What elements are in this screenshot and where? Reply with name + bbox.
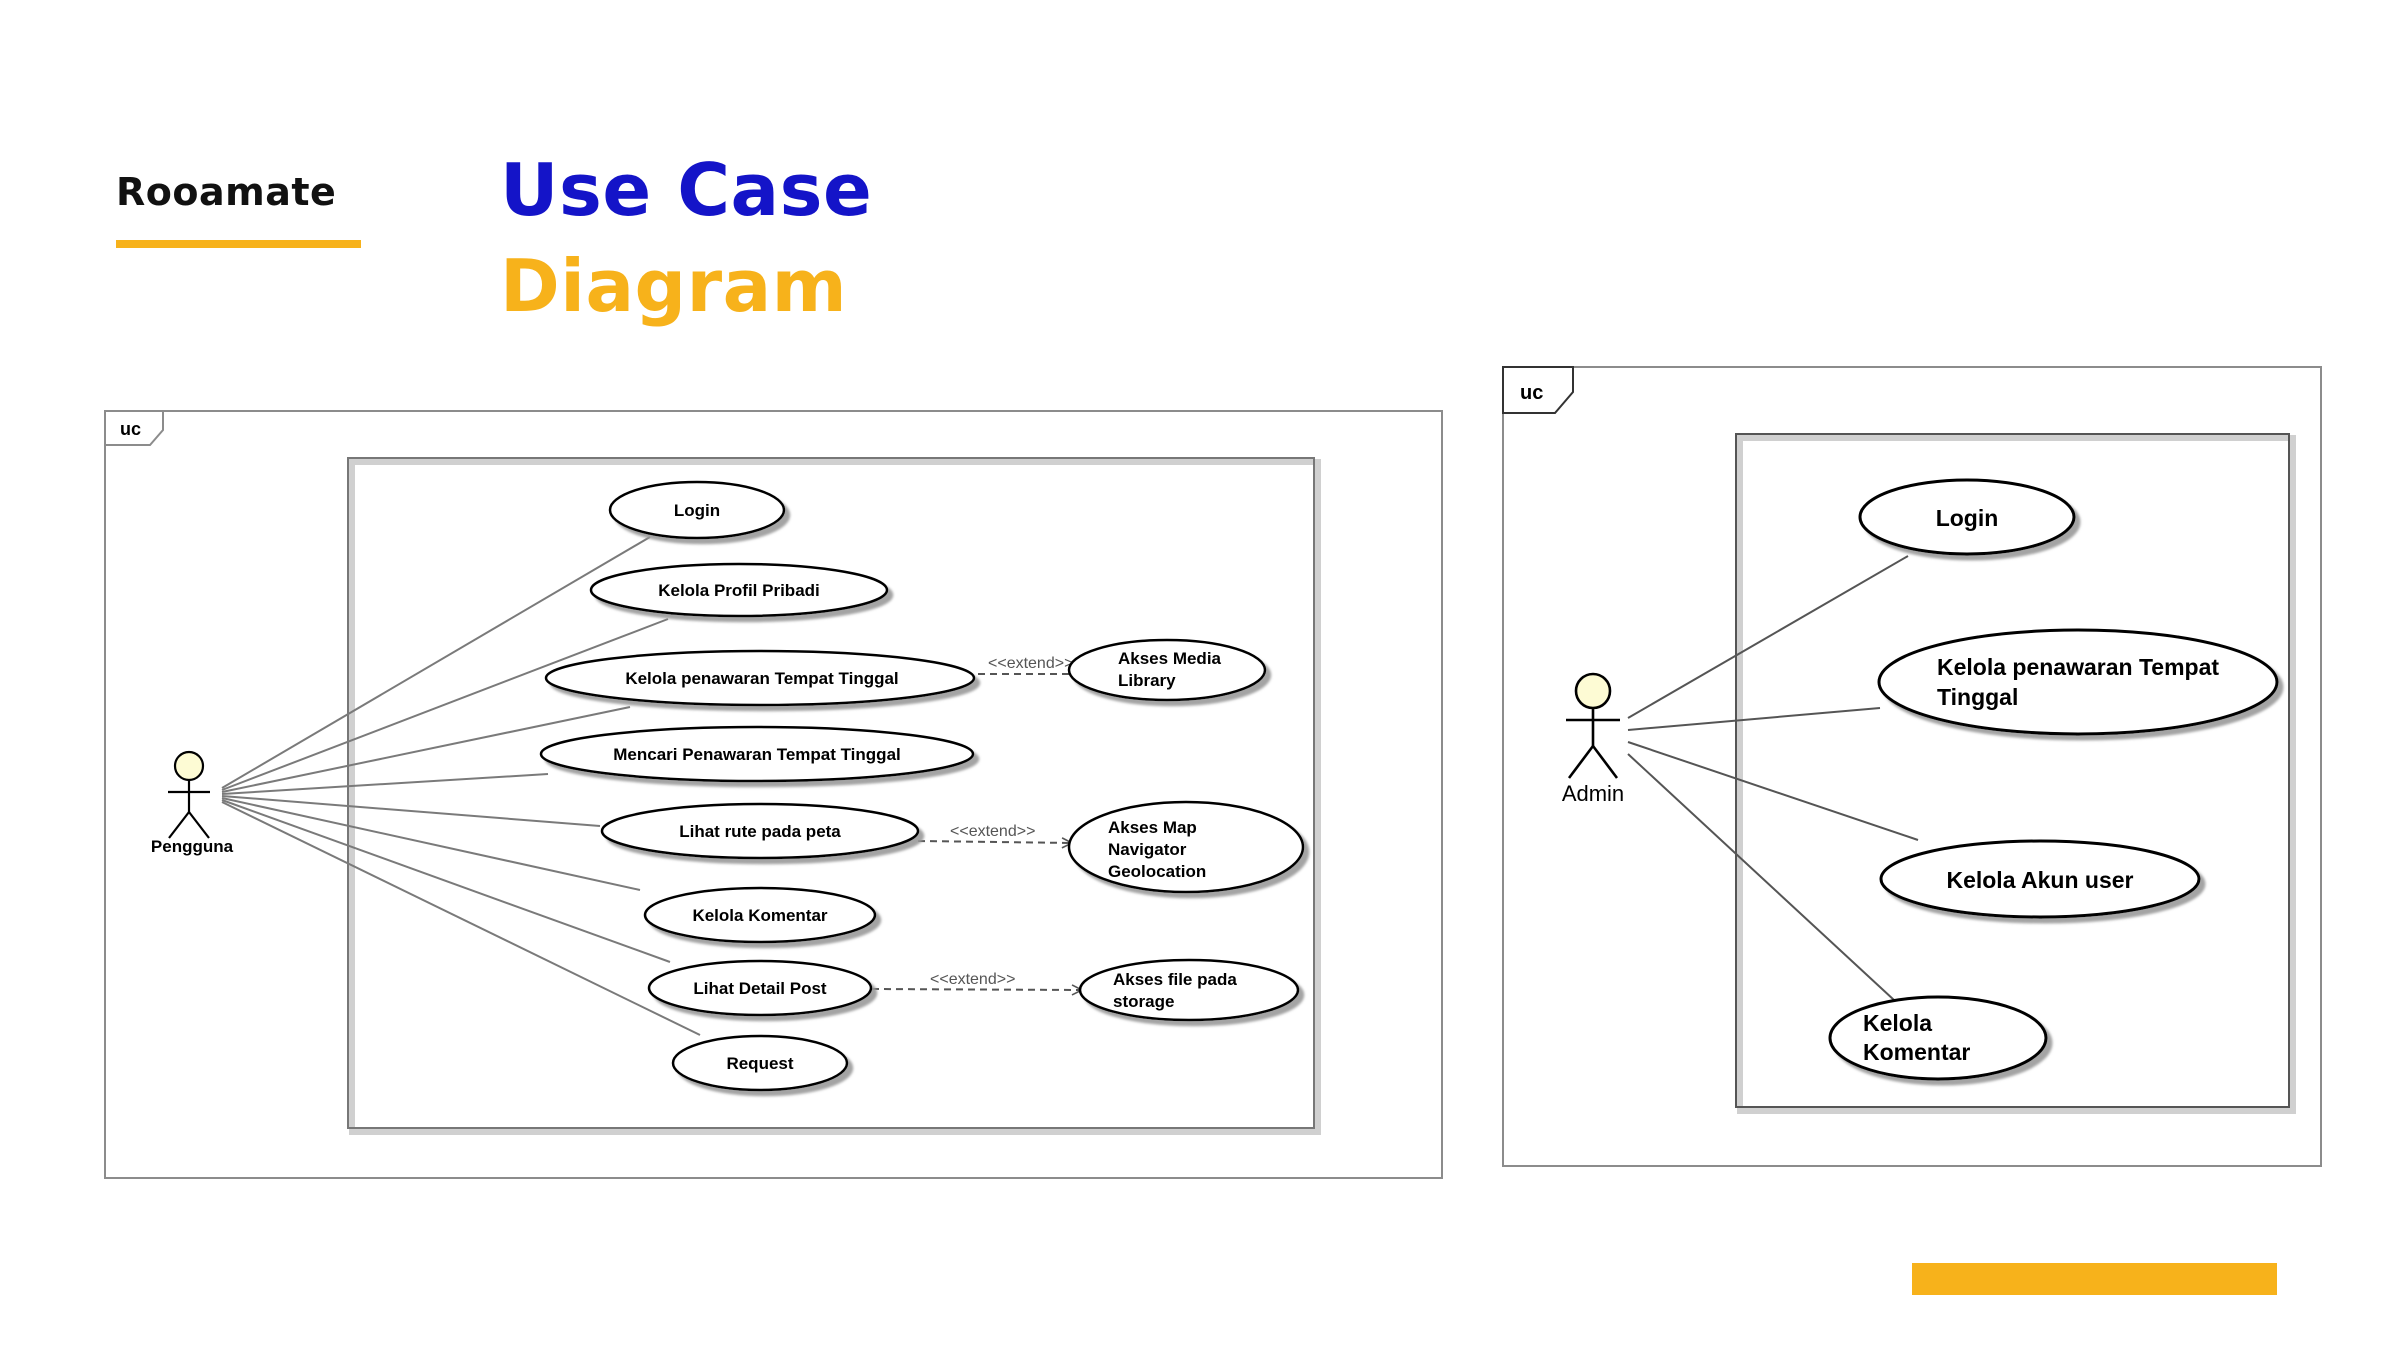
use-case-mencari-penawaran: Mencari Penawaran Tempat Tinggal bbox=[539, 725, 975, 783]
system-boundary-right bbox=[1737, 435, 2296, 1114]
use-case-request: Request bbox=[671, 1034, 849, 1092]
use-case-label-line: Navigator bbox=[1108, 840, 1187, 859]
use-case-label: Kelola penawaran Tempat Tinggal bbox=[625, 669, 898, 688]
use-case-label-line: Akses Map bbox=[1108, 818, 1197, 837]
page-title-line-2: Diagram bbox=[500, 244, 848, 328]
frame-tab-left bbox=[104, 410, 164, 446]
use-case-label: Mencari Penawaran Tempat Tinggal bbox=[613, 745, 901, 764]
use-case-kelola-penawaran: Kelola penawaran Tempat Tinggal bbox=[544, 649, 976, 707]
extend-dependencies-left: <<extend>> <<extend>> <<extend>> bbox=[871, 655, 1090, 990]
brand-underline bbox=[116, 240, 361, 248]
extend-label-1: <<extend>> bbox=[988, 655, 1073, 672]
use-case-kelola-komentar-right: Kelola Komentar bbox=[1828, 995, 2048, 1081]
page-title-line-1: Use Case bbox=[500, 148, 873, 232]
use-case-akses-map-navigator: Akses Map Navigator Geolocation bbox=[1067, 800, 1305, 894]
use-case-label-line: Kelola bbox=[1863, 1010, 1932, 1036]
frame-label-left: uc bbox=[120, 419, 141, 439]
use-case-label-line: Tinggal bbox=[1937, 684, 2018, 710]
actor-head-icon bbox=[1574, 672, 1612, 710]
associations-right bbox=[1627, 555, 1919, 1001]
footer-accent-bar bbox=[1912, 1263, 2277, 1295]
use-case-lihat-rute: Lihat rute pada peta bbox=[600, 802, 920, 860]
use-case-login-right: Login bbox=[1858, 478, 2076, 556]
use-case-label: Kelola Akun user bbox=[1946, 867, 2133, 893]
actor-admin bbox=[1566, 672, 1620, 779]
use-case-label: Kelola Profil Pribadi bbox=[658, 581, 820, 600]
use-case-kelola-penawaran-right: Kelola penawaran Tempat Tinggal bbox=[1877, 628, 2279, 736]
use-case-label: Kelola Komentar bbox=[692, 906, 827, 925]
extend-label-3: <<extend>> bbox=[930, 971, 1015, 988]
actor-head-icon bbox=[173, 750, 205, 782]
use-case-label-line: Kelola penawaran Tempat bbox=[1937, 654, 2219, 680]
use-case-label-line: Akses Media bbox=[1118, 649, 1222, 668]
actor-label-pengguna: Pengguna bbox=[151, 837, 234, 856]
use-case-label-line: storage bbox=[1113, 992, 1174, 1011]
brand-name: Rooamate bbox=[116, 170, 337, 214]
use-case-label-line: Geolocation bbox=[1108, 862, 1206, 881]
diagram-right: uc Admin Login Kelola penawaran Tempat T… bbox=[1502, 366, 2322, 1167]
use-case-akses-file-storage: Akses file pada storage bbox=[1078, 958, 1300, 1022]
use-case-lihat-detail-post: Lihat Detail Post bbox=[647, 959, 873, 1017]
use-case-kelola-profil: Kelola Profil Pribadi bbox=[589, 562, 889, 618]
associations-left bbox=[221, 536, 701, 1036]
use-case-akses-media-library: Akses Media Library bbox=[1067, 638, 1267, 702]
use-case-label: Lihat rute pada peta bbox=[679, 822, 841, 841]
actor-label-admin: Admin bbox=[1562, 781, 1624, 806]
use-case-kelola-komentar-left: Kelola Komentar bbox=[643, 886, 877, 944]
use-case-label: Login bbox=[674, 501, 720, 520]
use-case-label: Request bbox=[726, 1054, 793, 1073]
use-case-label-line: Akses file pada bbox=[1113, 970, 1237, 989]
use-case-login-left: Login bbox=[608, 480, 786, 540]
extend-label-2: <<extend>> bbox=[950, 823, 1035, 840]
use-case-label-line: Komentar bbox=[1863, 1039, 1970, 1065]
use-case-label-line: Library bbox=[1118, 671, 1176, 690]
use-case-label: Login bbox=[1936, 505, 1999, 531]
use-case-label: Lihat Detail Post bbox=[693, 979, 827, 998]
frame-label-right: uc bbox=[1520, 382, 1543, 404]
frame-tab-right bbox=[1502, 366, 1574, 414]
system-boundary-left bbox=[349, 459, 1321, 1135]
diagram-left: uc <<extend>> <<extend>> <<extend>> bbox=[104, 410, 1443, 1179]
actor-pengguna bbox=[168, 750, 210, 839]
use-case-kelola-akun-user: Kelola Akun user bbox=[1879, 839, 2201, 919]
